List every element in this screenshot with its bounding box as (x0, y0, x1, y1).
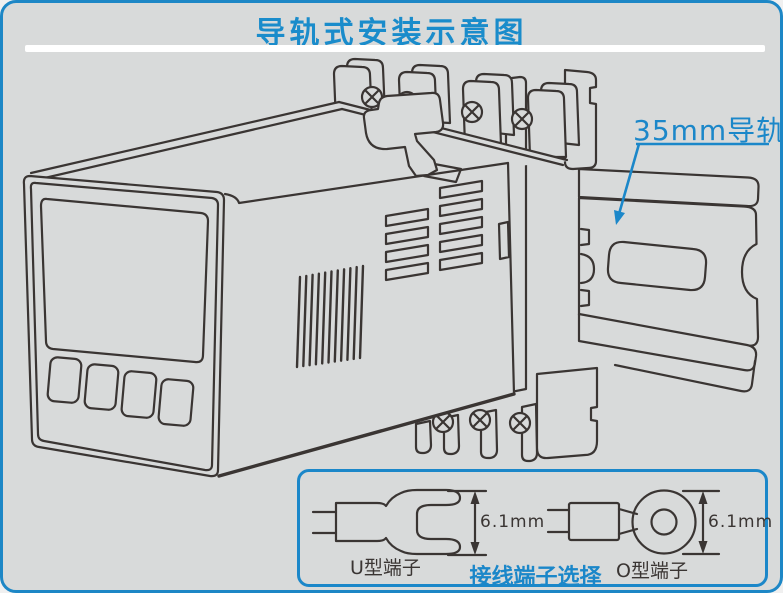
bottom-terminal-covers (414, 402, 539, 463)
vent-lines (295, 264, 365, 369)
terminal-panel-caption: 接线端子选择 (469, 565, 602, 590)
din-rail (577, 167, 760, 393)
o-terminal-label: O型端子 (616, 560, 688, 582)
o-terminal-diagram (546, 489, 721, 556)
o-dimension-arrow (681, 489, 721, 556)
terminal-selection-panel (297, 469, 768, 587)
front-buttons (46, 356, 195, 427)
u-terminal-label: U型端子 (350, 557, 421, 579)
u-dimension-label: 6.1mm (480, 512, 546, 532)
u-dimension-arrow (446, 489, 488, 557)
front-bezel (22, 174, 226, 478)
mounting-clip (362, 91, 463, 184)
display-window (39, 197, 210, 364)
rail-label: 35mm导轨 (633, 114, 783, 147)
rail-slot (606, 240, 708, 292)
vent-slots (384, 179, 511, 282)
rail-pointer-arrow (614, 142, 769, 225)
o-dimension-label: 6.1mm (708, 512, 774, 532)
title-divider (25, 45, 765, 52)
u-terminal-diagram (311, 488, 488, 557)
installation-diagram (22, 57, 769, 557)
